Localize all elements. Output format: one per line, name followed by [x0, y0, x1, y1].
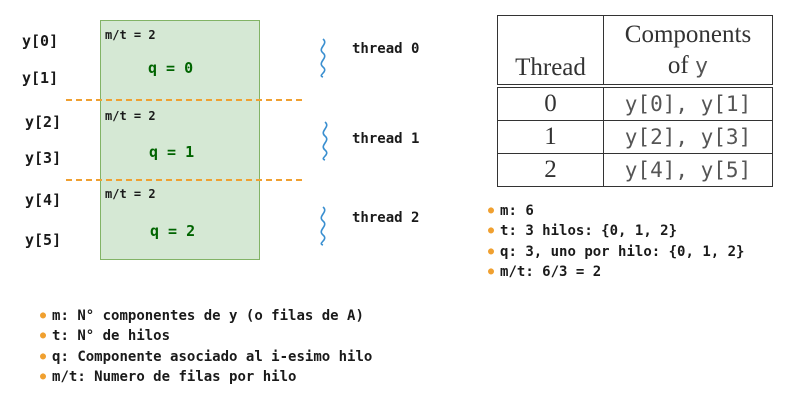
list-item: ● m/t: 6/3 = 2: [488, 262, 744, 282]
bullet-icon: ●: [488, 225, 495, 237]
row-1-components: y[2], y[3]: [603, 120, 773, 154]
thread-0-wave-icon: [320, 38, 326, 78]
bullet-icon: ●: [40, 350, 47, 362]
table-row: 2 y[4], y[5]: [497, 153, 773, 187]
block-1-q: q = 1: [149, 143, 195, 161]
params-list: ● m: 6 ● t: 3 hilos: {0, 1, 2} ● q: 3, uno …: [488, 201, 744, 282]
block-2-q: q = 2: [150, 222, 196, 240]
param-q: q: 3, uno por hilo: {0, 1, 2}: [500, 243, 745, 260]
thread-1-wave-icon: [322, 121, 328, 161]
header-components: Components of y: [603, 15, 773, 85]
header-components-line1: Components: [624, 20, 752, 48]
row-0-components: y[0], y[1]: [603, 87, 773, 121]
block-0-mt: m/t = 2: [105, 28, 156, 42]
param-m: m: 6: [500, 203, 534, 219]
row-2-thread: 2: [497, 153, 604, 187]
list-item: ● q: Componente asociado al i-esimo hilo: [40, 347, 372, 367]
y-label-5: y[5]: [25, 231, 62, 249]
row-2-components: y[4], y[5]: [603, 153, 773, 187]
bullet-icon: ●: [40, 370, 47, 382]
param-mt: m/t: 6/3 = 2: [500, 263, 602, 280]
list-item: ● q: 3, uno por hilo: {0, 1, 2}: [488, 242, 744, 262]
components-table-header: Thread Components of y: [497, 15, 773, 85]
definition-q: q: Componente asociado al i-esimo hilo: [52, 348, 373, 365]
definition-m: m: N° componentes de y (o filas de A): [52, 308, 364, 324]
header-components-line2: of: [667, 51, 689, 79]
list-item: ● t: 3 hilos: {0, 1, 2}: [488, 221, 744, 241]
y-label-2: y[2]: [25, 113, 62, 131]
thread-2-wave-icon: [320, 206, 326, 246]
row-1-thread: 1: [497, 120, 604, 154]
definition-mt: m/t: Numero de filas por hilo: [52, 368, 297, 385]
definition-t: t: N° de hilos: [52, 328, 171, 345]
row-0-thread: 0: [497, 87, 604, 121]
y-label-4: y[4]: [25, 191, 62, 209]
partition-divider-1: [66, 99, 302, 101]
thread-2-label: thread 2: [352, 210, 420, 226]
param-t: t: 3 hilos: {0, 1, 2}: [500, 223, 678, 240]
list-item: ● m: N° componentes de y (o filas de A): [40, 306, 372, 326]
bullet-icon: ●: [488, 245, 495, 257]
block-2-mt: m/t = 2: [105, 187, 156, 201]
list-item: ● m/t: Numero de filas por hilo: [40, 367, 372, 387]
bullet-icon: ●: [488, 205, 495, 216]
bullet-icon: ●: [488, 265, 495, 277]
block-1-mt: m/t = 2: [105, 109, 156, 123]
header-thread: Thread: [497, 15, 604, 85]
y-label-3: y[3]: [25, 149, 62, 167]
y-label-0: y[0]: [22, 32, 59, 50]
list-item: ● m: 6: [488, 201, 744, 221]
components-table-body: 0 y[0], y[1] 1 y[2], y[3] 2 y[4], y[5]: [497, 87, 773, 187]
definitions-list: ● m: N° componentes de y (o filas de A) ●…: [40, 306, 372, 387]
thread-1-label: thread 1: [352, 131, 420, 147]
table-row: 1 y[2], y[3]: [497, 120, 773, 154]
list-item: ● t: N° de hilos: [40, 326, 372, 346]
header-components-var: y: [694, 53, 709, 79]
block-0-q: q = 0: [148, 59, 194, 77]
vector-y-block: [100, 20, 260, 260]
table-row: 0 y[0], y[1]: [497, 87, 773, 121]
bullet-icon: ●: [40, 330, 47, 342]
thread-0-label: thread 0: [352, 41, 420, 57]
partition-divider-2: [66, 179, 302, 181]
y-label-1: y[1]: [22, 69, 59, 87]
bullet-icon: ●: [40, 310, 47, 321]
